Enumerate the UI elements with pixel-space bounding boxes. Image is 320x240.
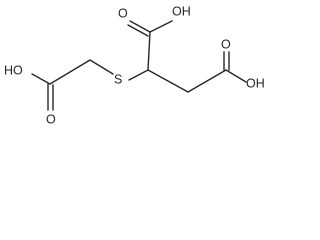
chemical-structure-diagram: OH O OH O S HO O <box>4 4 265 126</box>
atom-label-s-center: S <box>114 72 122 86</box>
bond-ch2-s <box>89 59 114 75</box>
bond-c-ch2-left <box>49 59 91 85</box>
atom-label-ho-left: HO <box>4 63 23 77</box>
bond-s-ch <box>128 69 149 81</box>
atom-label-oh-top: OH <box>172 4 191 18</box>
atom-label-oh-right: OH <box>246 76 265 90</box>
bond-c-oh-right <box>225 69 247 83</box>
bond-ch-c-top <box>147 31 151 71</box>
bond-ch-ch2-right <box>147 69 189 93</box>
atom-label-o-left: O <box>46 112 56 126</box>
bond-c-double-o-top-a <box>129 20 151 33</box>
bond-c-double-o-top-b <box>127 24 149 37</box>
atom-label-o-top: O <box>118 6 128 20</box>
bond-oh-c-left <box>31 73 51 85</box>
atom-label-o-right: O <box>221 37 231 51</box>
bond-ch2-c-right <box>187 69 227 93</box>
bond-c-oh-top <box>149 20 173 33</box>
